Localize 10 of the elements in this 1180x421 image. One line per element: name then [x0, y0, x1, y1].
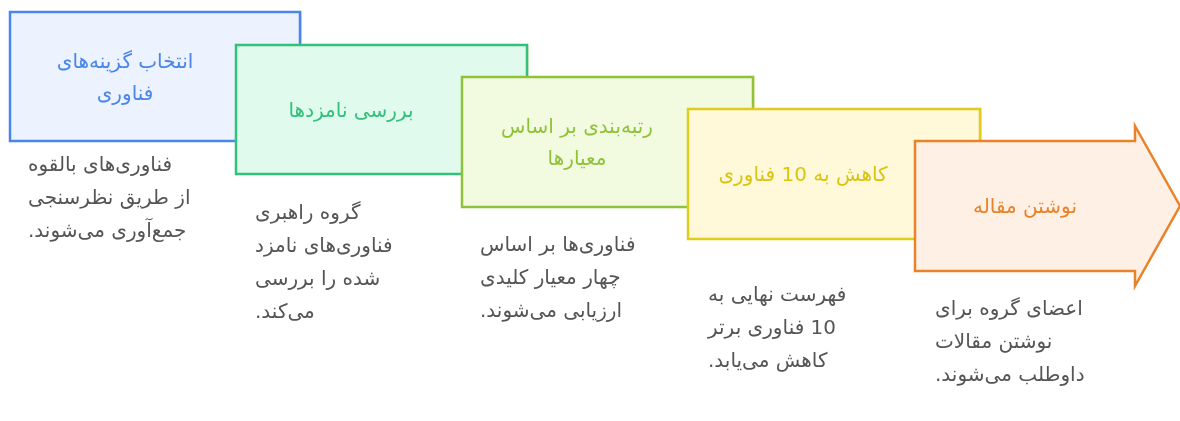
step-title: نوشتن مقاله [972, 193, 1078, 220]
step-title: کاهش به 10 فناوری [717, 161, 889, 188]
step-title: بررسی نامزدها [287, 96, 415, 124]
step-description: فناوری‌های بالقوه از طریق نظرسنجی جمع‌آوری می‌شوند. [28, 151, 192, 244]
step-description: فناوری‌ها بر اساس چهار معیار کلیدی ارزیابی می‌شوند. [480, 231, 637, 324]
step-description: گروه راهبری فناوری‌های نامزد شده را بررسی می‌کند. [255, 199, 394, 325]
step-title: رتبه‌بندی بر اساس معیارها [500, 113, 654, 172]
step-description: فهرست نهایی به 10 فناوری برتر کاهش می‌یابد. [708, 281, 848, 374]
step-description: اعضای گروه برای نوشتن مقالات داوطلب می‌شوند. [935, 295, 1086, 388]
step-title: انتخاب گزینه‌های فناوری [55, 47, 195, 107]
